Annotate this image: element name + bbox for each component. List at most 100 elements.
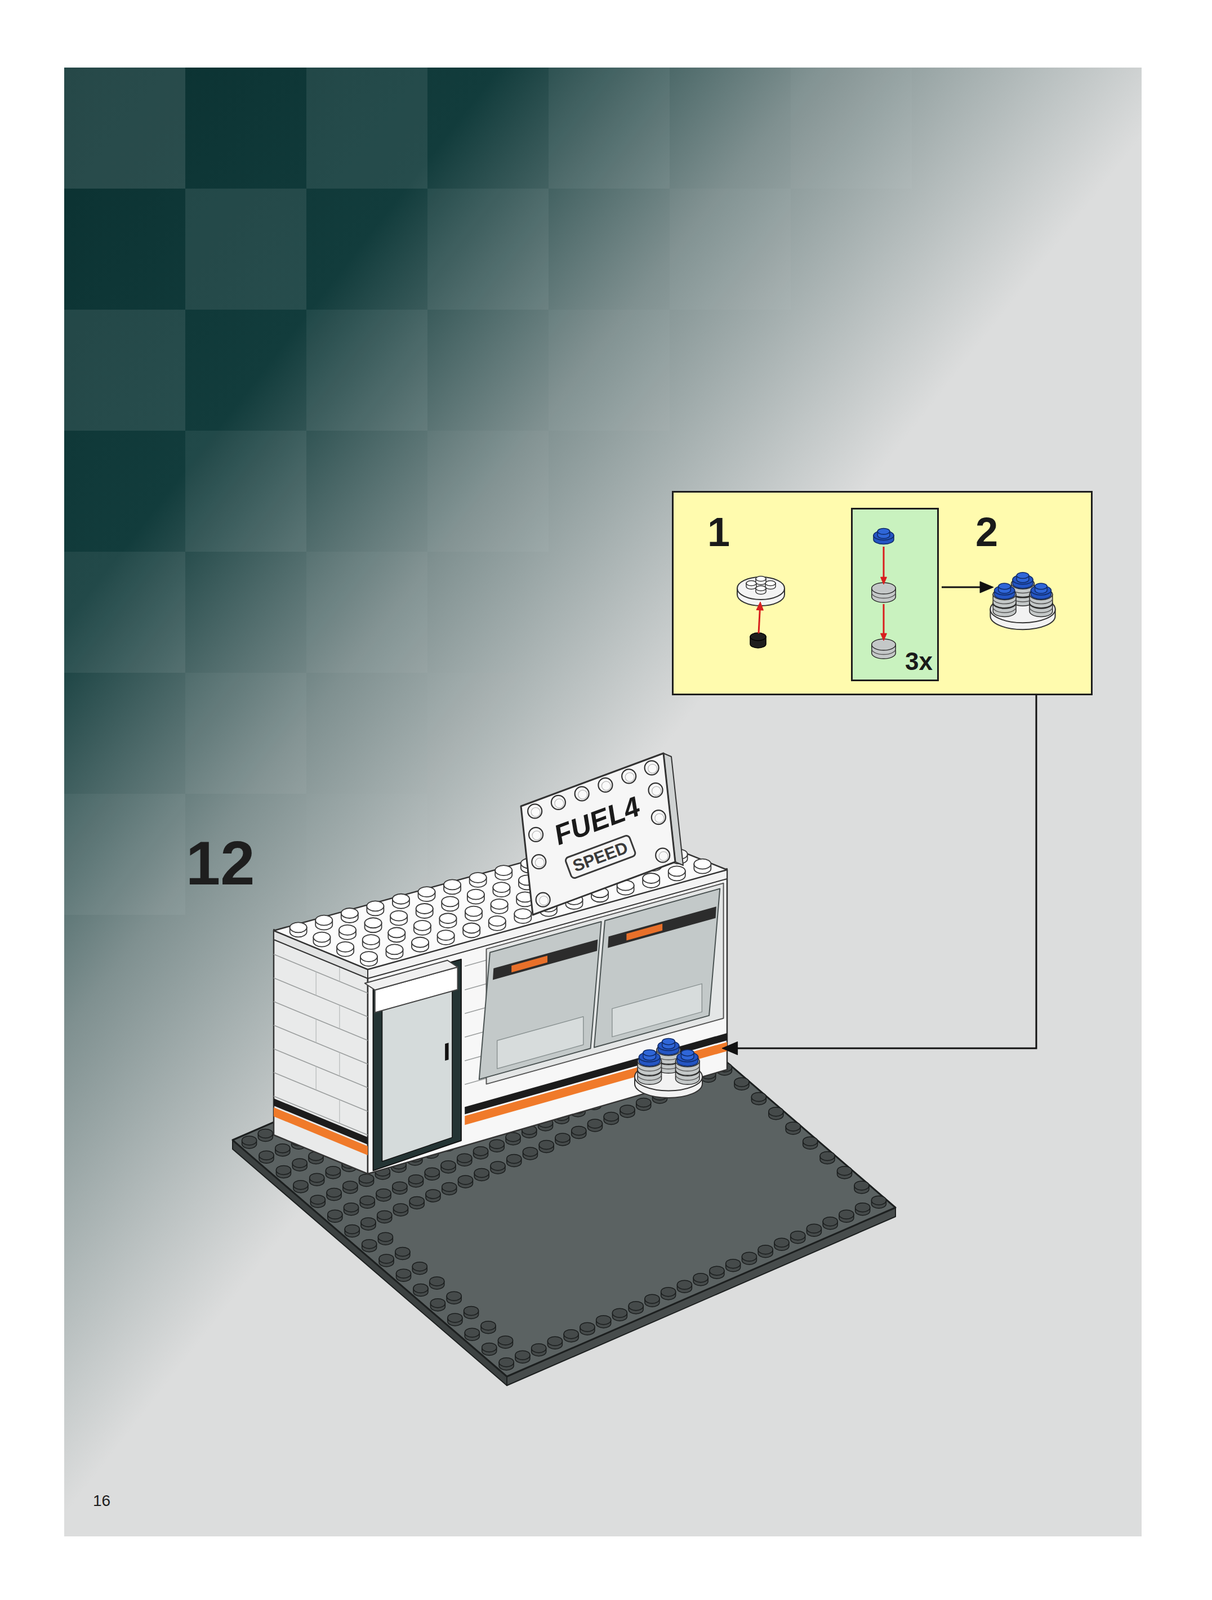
checker-square <box>669 188 791 310</box>
plate-stud <box>275 1165 291 1179</box>
plate-stud <box>636 1098 652 1111</box>
stud-top <box>514 909 532 920</box>
stud-top <box>430 1299 445 1309</box>
plate-stud <box>379 1254 394 1268</box>
stud-top <box>413 920 431 931</box>
tire-stack <box>634 1038 703 1099</box>
stud-top <box>275 1144 291 1154</box>
stud-top <box>612 1308 627 1318</box>
roof-stud <box>315 915 333 931</box>
door-sign-brick-top <box>364 960 458 991</box>
plate-stud <box>359 1196 375 1209</box>
stud-top <box>877 528 890 535</box>
plate-stud <box>603 1112 619 1125</box>
brick-joint <box>339 1052 340 1077</box>
stud-top <box>693 859 711 870</box>
stud-top <box>275 1165 291 1175</box>
plate-stud <box>362 1240 377 1253</box>
stud-top <box>257 1129 273 1139</box>
checker-square <box>427 430 549 552</box>
plate-stud <box>327 1210 343 1223</box>
brick-line <box>273 1025 368 1065</box>
plate-stud <box>693 1273 708 1287</box>
arrow-line <box>758 609 760 634</box>
stud-top <box>531 1344 547 1354</box>
plate-stud <box>275 1144 291 1157</box>
sign-stud-rim <box>531 807 541 817</box>
stud-top <box>396 1269 412 1279</box>
stud-top <box>515 1351 530 1361</box>
stud-top <box>643 1049 657 1056</box>
arrow-head <box>979 581 994 594</box>
plate-stud <box>709 1266 725 1280</box>
stud-top <box>462 923 480 934</box>
stud-top <box>469 872 487 884</box>
stud-top <box>362 934 380 946</box>
roof-stud <box>443 879 461 895</box>
roof-stud <box>388 928 405 943</box>
stud-blue <box>681 1049 695 1061</box>
plate-stud <box>292 1159 307 1172</box>
black-pin <box>750 633 766 649</box>
window-sticker <box>607 906 717 948</box>
stud-top <box>492 882 510 893</box>
stud-top <box>424 1168 440 1178</box>
stud-top <box>292 1159 307 1169</box>
stud-top <box>506 1154 522 1164</box>
stud-top <box>628 1302 644 1312</box>
plate-stud <box>490 1161 506 1175</box>
roof-top <box>273 832 728 970</box>
plate-stud <box>440 1161 456 1174</box>
door-handle <box>444 1043 449 1062</box>
stud-blue <box>643 1049 657 1061</box>
tire-groove <box>871 649 897 655</box>
plate-stud <box>457 1175 473 1189</box>
stud-top <box>642 873 660 884</box>
roof-stud <box>366 901 384 916</box>
brick-joint <box>315 1019 317 1044</box>
stud-top <box>457 1153 472 1164</box>
plate-stud <box>855 1203 871 1216</box>
stud-top <box>310 1195 325 1205</box>
stud-top <box>547 1337 563 1347</box>
stud-top <box>820 1151 835 1161</box>
plate-stud <box>259 1151 274 1164</box>
stud-top <box>555 1133 570 1143</box>
stud-top <box>413 1284 429 1294</box>
stud-top <box>327 1210 343 1220</box>
stud-blue <box>1016 572 1029 583</box>
sign-stud <box>536 893 551 908</box>
brick-line <box>273 1049 368 1089</box>
stud-top <box>290 922 307 933</box>
stud-blue <box>662 1038 676 1050</box>
stud-top <box>563 1330 579 1340</box>
roof-stud <box>495 865 512 881</box>
plate-stud <box>506 1154 522 1167</box>
page-number: 16 <box>92 1493 111 1510</box>
arrow-line <box>883 546 885 579</box>
sign-stud <box>644 760 659 775</box>
stud <box>746 581 757 590</box>
stud-top <box>620 1105 635 1115</box>
stud-top <box>409 1196 425 1206</box>
stud-top <box>491 899 509 910</box>
plate-stud <box>741 1252 757 1265</box>
checker-square <box>64 67 186 189</box>
stud-top <box>822 1217 838 1227</box>
roof-stud <box>416 903 434 919</box>
stud-top <box>443 879 461 890</box>
roof-stud <box>411 937 429 953</box>
stud-top <box>425 1190 441 1200</box>
plate-stud <box>393 1204 408 1217</box>
plate-stud <box>242 1136 257 1149</box>
sign-stud <box>527 804 542 819</box>
plate-stud <box>446 1291 462 1305</box>
roof-stud <box>439 913 457 929</box>
stud-top <box>837 1166 853 1176</box>
sign-stud <box>655 848 670 863</box>
checker-square <box>185 188 307 310</box>
stud-top <box>587 1119 603 1129</box>
stud-top <box>741 1252 757 1262</box>
stud-top <box>751 1092 766 1102</box>
roof-stud <box>360 951 378 967</box>
